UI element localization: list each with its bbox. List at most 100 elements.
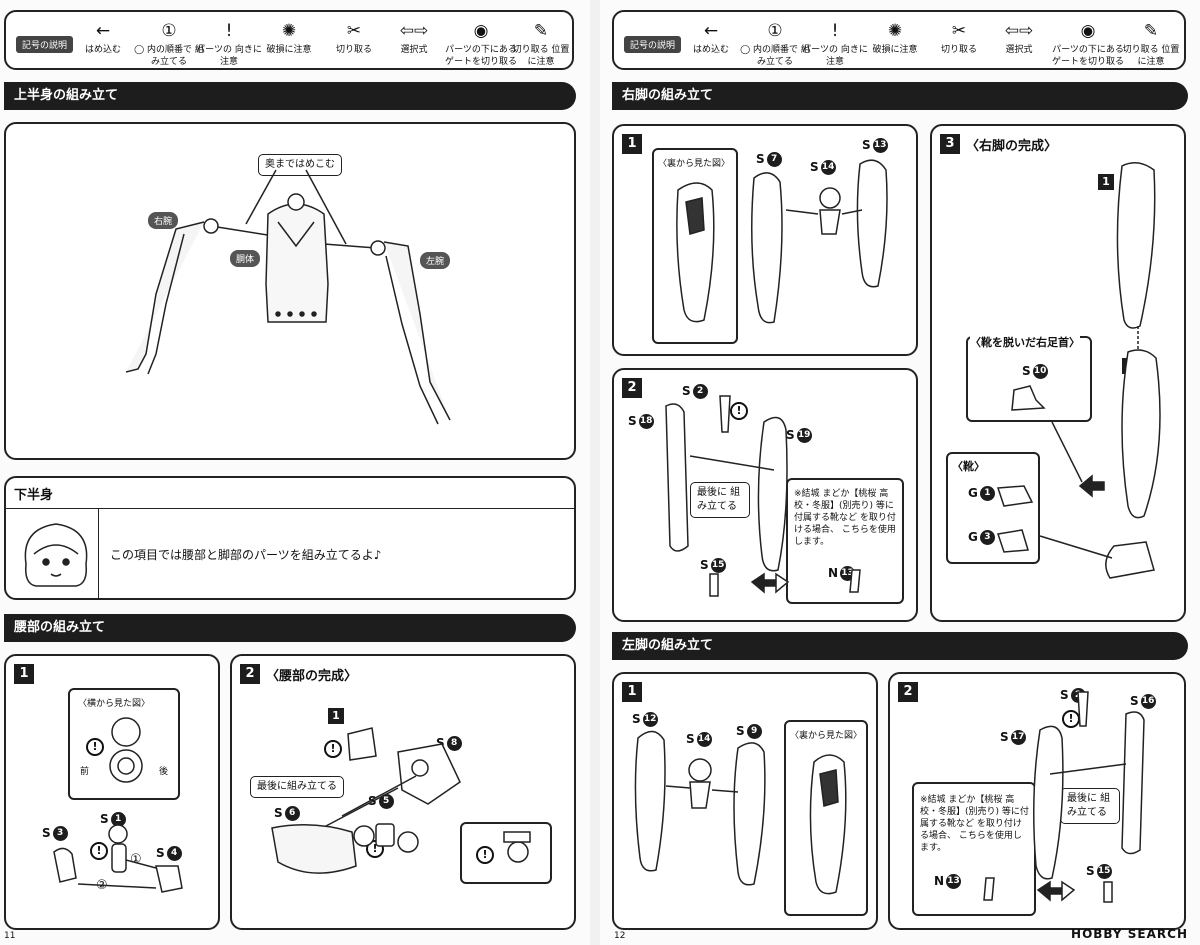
right-leg-complete-illustration: [1039, 162, 1161, 579]
legend-choice: ⇦⇨選択式: [984, 18, 1054, 56]
warning-icon: !: [730, 402, 748, 420]
section-title-upper-body: 上半身の組み立て: [4, 82, 576, 110]
legend-gate: ◉パーツの下にある ゲートを切り取る: [1048, 18, 1128, 68]
section-title-waist: 腰部の組み立て: [4, 614, 576, 642]
shoes-label: 〈靴〉: [952, 460, 985, 473]
broken-part-icon: ✺: [887, 21, 903, 41]
legend-cut-position: ✎切り取る 位置に注意: [1120, 18, 1182, 68]
cut-position-icon: ✎: [1143, 21, 1159, 41]
leg-back-view: [809, 754, 847, 895]
label-right-arm: 右腕: [148, 212, 179, 229]
step-number-badge: 1: [622, 134, 642, 154]
lower-body-message: この項目では腰部と脚部のパーツを組み立てるよ♪: [110, 548, 382, 562]
step-number-badge: 2: [898, 682, 918, 702]
legend-choice: ⇦⇨選択式: [379, 18, 449, 56]
legend-cut: ✂切り取る: [319, 18, 389, 56]
reference-step-badge: 1: [328, 708, 344, 724]
front-label: 前: [80, 767, 90, 777]
right-leg-step3-panel: 3 〈右脚の完成〉 1 2 〈靴を脱いだ右足首〉 S10 〈靴〉 G1 G3: [930, 124, 1186, 622]
circled-one-icon: ①: [767, 21, 783, 41]
step-number-badge: 1: [622, 682, 642, 702]
side-view-label: 〈横から見た図〉: [78, 699, 151, 709]
double-arrow-icon: ⇦⇨: [1004, 21, 1034, 41]
footnote-optional-shoes: ※結城 まどか【桃桜 高校・冬服】(別売り) 等に付属する靴など を取り付ける場…: [920, 795, 1029, 853]
lower-body-intro-panel: 下半身 この項目では腰部と脚部のパーツを組み立てるよ♪: [4, 476, 576, 600]
optional-parts-inset: ※結城 まどか【桃桜 高校・冬服】(別売り) 等に付属する靴など を取り付ける場…: [912, 782, 1036, 916]
double-arrow-icon: ⇦⇨: [399, 21, 429, 41]
warning-icon: !: [476, 846, 494, 864]
legend-cut: ✂切り取る: [924, 18, 994, 56]
barefoot-part: [1011, 385, 1046, 411]
left-leg-step2-panel: 2 S2 S16 ! S17 最後に 組み立てる ※結城 まどか【桃桜 高校・冬…: [888, 672, 1186, 930]
circled-one-icon: ①: [161, 21, 177, 41]
step-number-badge: 3: [940, 134, 960, 154]
legend-breakage: ✺破損に注意: [254, 18, 324, 56]
warning-icon: !: [90, 842, 108, 860]
symbol-legend: 記号の説明 ←はめ込む ①◯ 内の順番で 組み立てる !パーツの 向きに注意 ✺…: [4, 10, 574, 70]
back-view-inset: 〈裏から見た図〉: [784, 720, 868, 916]
legend-gate: ◉パーツの下にある ゲートを切り取る: [441, 18, 521, 68]
arrow-left-icon: ←: [95, 21, 111, 41]
step-title: 〈腰部の完成〉: [266, 669, 358, 684]
watermark: HOBBY SEARCH: [1071, 927, 1188, 941]
label-torso: 胴体: [230, 250, 261, 267]
upper-body-panel: 奥まではめこむ 右腕 胴体 左腕: [4, 122, 576, 460]
shoe-parts: [996, 485, 1034, 553]
legend-cut-position: ✎切り取る 位置に注意: [511, 18, 571, 68]
cutter-icon: ✂: [951, 21, 967, 41]
right-leg-parts-step2: [665, 395, 861, 597]
left-leg-parts-step2: [983, 691, 1145, 903]
waist-step1-panel: 1 〈横から見た図〉 前 後 ! S1 S3 S4 ! ① ②: [4, 654, 220, 930]
leg-back-view: [676, 182, 715, 323]
section-title-left-leg: 左脚の組み立て: [612, 632, 1188, 660]
left-leg-parts-step1: [634, 730, 766, 886]
warning-icon: !: [831, 21, 839, 41]
section-title-right-leg: 右脚の組み立て: [612, 82, 1188, 110]
manual-page-right: 記号の説明 ←はめ込む ①◯ 内の順番で 組み立てる !パーツの 向きに注意 ✺…: [600, 0, 1200, 945]
legend-tag: 記号の説明: [16, 36, 74, 53]
lower-body-title: 下半身: [14, 488, 54, 503]
reference-step-badge: 1: [1098, 174, 1114, 190]
upper-body-illustration: [125, 169, 451, 425]
warning-icon: !: [1062, 710, 1080, 728]
symbol-legend: 記号の説明 ←はめ込む ①◯ 内の順番で 組み立てる !パーツの 向きに注意 ✺…: [612, 10, 1186, 70]
arrow-left-icon: ←: [703, 21, 719, 41]
warning-icon: !: [225, 21, 233, 41]
legend-tag: 記号の説明: [624, 36, 682, 53]
character-avatar: [24, 523, 88, 587]
label-left-arm: 左腕: [420, 252, 451, 269]
order-step-1: ①: [130, 852, 142, 867]
barefoot-label: 〈靴を脱いだ右足首〉: [970, 334, 1080, 350]
page-number: 12: [614, 931, 626, 941]
back-label: 後: [158, 767, 168, 777]
back-view-label: 〈裏から見た図〉: [790, 731, 863, 741]
legend-orientation: !パーツの 向きに注意: [194, 18, 264, 68]
back-view-label: 〈裏から見た図〉: [658, 159, 731, 169]
step-number-badge: 1: [14, 664, 34, 684]
step-number-badge: 2: [240, 664, 260, 684]
avatar-divider: [98, 508, 99, 598]
legend-breakage: ✺破損に注意: [860, 18, 930, 56]
callout-assemble-last: 最後に 組み立てる: [690, 482, 750, 518]
joint-side-view: [109, 717, 143, 783]
